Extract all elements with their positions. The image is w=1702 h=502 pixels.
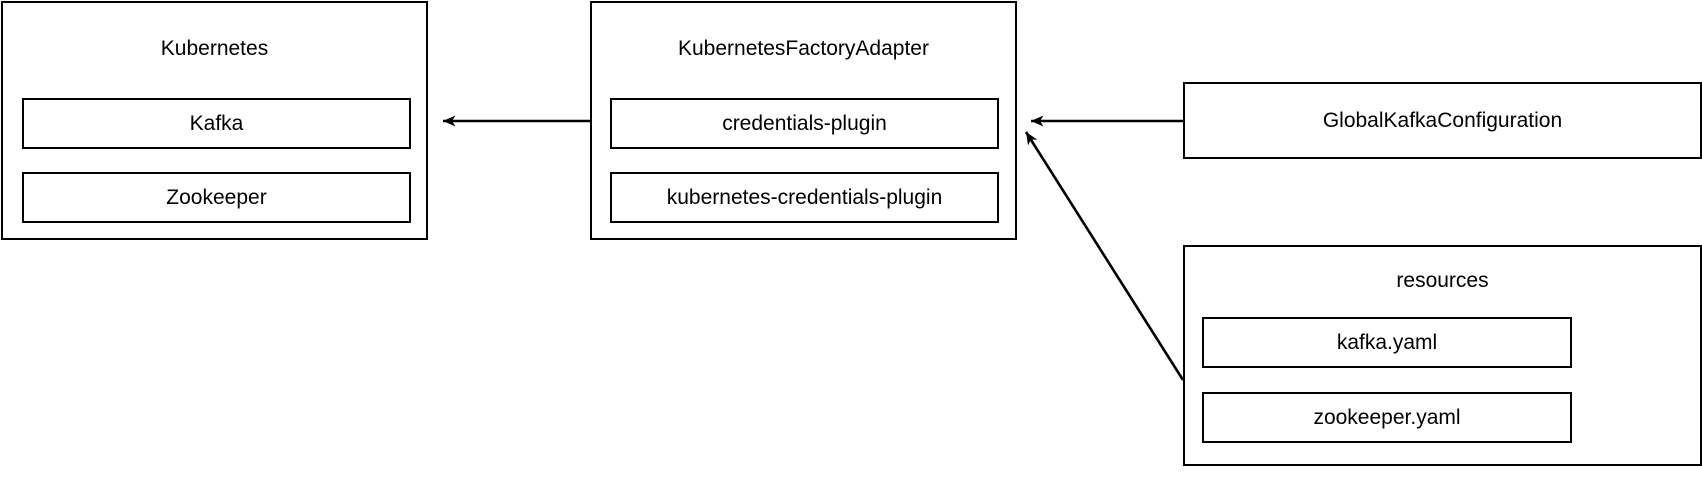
node-kubernetes-child-kafka-label: Kafka <box>189 111 244 135</box>
node-kubernetes-title: Kubernetes <box>160 37 269 60</box>
node-resources-child-kafka-yaml[interactable]: kafka.yaml <box>1202 317 1572 368</box>
node-kubernetes-child-kafka[interactable]: Kafka <box>22 98 411 149</box>
node-resources-child-zookeeper-yaml-label: zookeeper.yaml <box>1313 405 1461 429</box>
node-kubernetes-child-zookeeper[interactable]: Zookeeper <box>22 172 411 223</box>
node-kubernetes[interactable]: Kubernetes Kafka Zookeeper <box>1 1 428 240</box>
node-kubernetes-factory-adapter-title: KubernetesFactoryAdapter <box>678 37 929 60</box>
node-factory-adapter-child-credentials-plugin-label: credentials-plugin <box>722 111 887 135</box>
node-kubernetes-factory-adapter[interactable]: KubernetesFactoryAdapter credentials-plu… <box>590 1 1017 240</box>
node-global-kafka-configuration[interactable]: GlobalKafkaConfiguration <box>1183 82 1702 159</box>
node-resources-child-zookeeper-yaml[interactable]: zookeeper.yaml <box>1202 392 1572 443</box>
edge-resources-to-factory-adapter <box>1024 131 1185 381</box>
node-resources-child-kafka-yaml-label: kafka.yaml <box>1336 330 1438 354</box>
node-factory-adapter-child-kubernetes-credentials-plugin[interactable]: kubernetes-credentials-plugin <box>610 172 999 223</box>
node-resources[interactable]: resources kafka.yaml zookeeper.yaml <box>1183 245 1702 466</box>
node-kubernetes-child-zookeeper-label: Zookeeper <box>166 185 267 209</box>
node-factory-adapter-child-credentials-plugin[interactable]: credentials-plugin <box>610 98 999 149</box>
node-resources-title: resources <box>1396 269 1489 292</box>
node-factory-adapter-child-kubernetes-credentials-plugin-label: kubernetes-credentials-plugin <box>666 185 943 209</box>
node-global-kafka-configuration-label: GlobalKafkaConfiguration <box>1322 108 1563 132</box>
